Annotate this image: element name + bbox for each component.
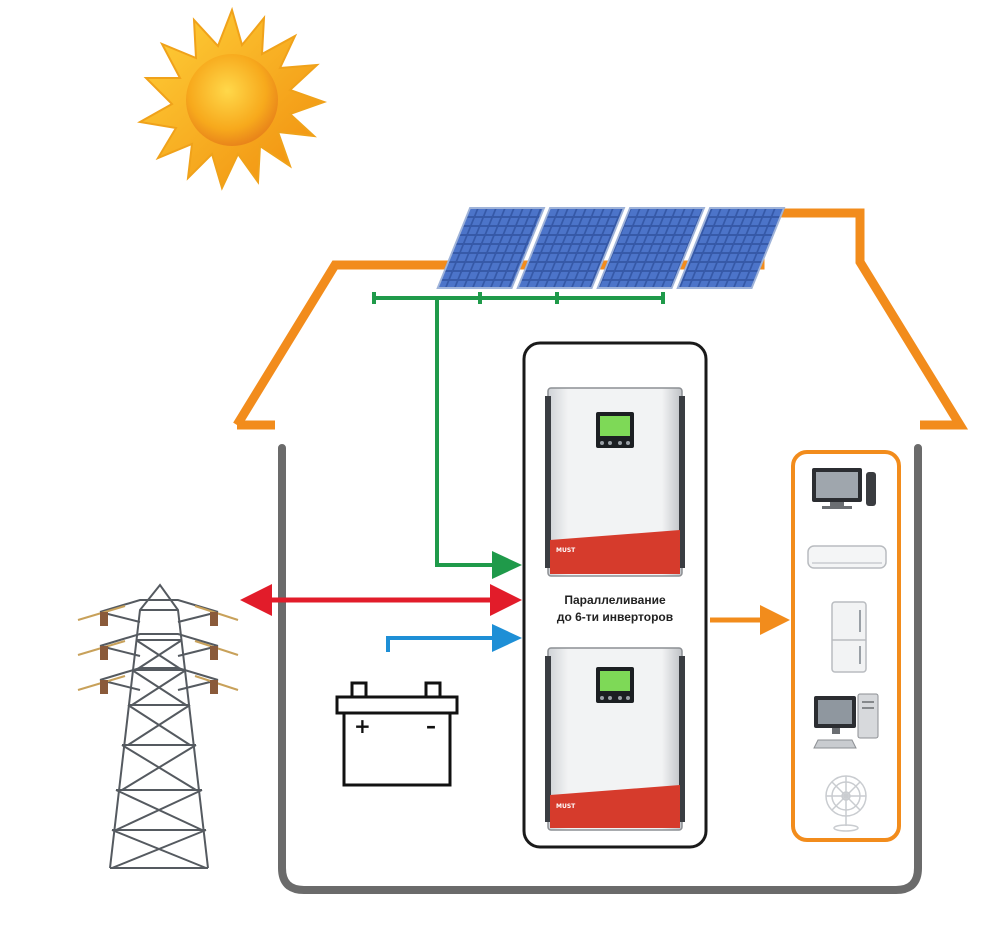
battery-plus-sign: + (354, 714, 371, 738)
inverter-brand-label: MUST (556, 547, 576, 554)
load-arrow (710, 605, 790, 635)
inverter-brand-label: MUST (556, 803, 576, 810)
house-roof-outline (233, 208, 969, 430)
pv-arrow-head (492, 551, 522, 579)
inverter-icon: MUST (545, 647, 685, 831)
power-tower-icon (99, 583, 219, 869)
parallel-label-line1: Параллеливание (564, 593, 666, 607)
power-tower-insulators (100, 612, 218, 694)
desktop-computer-icon (813, 693, 879, 749)
fan-icon (825, 775, 867, 832)
house-walls (278, 444, 922, 894)
refrigerator-icon (831, 601, 867, 673)
sun-icon (137, 6, 328, 191)
battery-arrow (386, 624, 522, 652)
pv-connection-line (372, 292, 665, 567)
air-conditioner-icon (807, 545, 887, 569)
solar-panel-icon (436, 207, 786, 289)
grid-arrow (240, 584, 522, 616)
inverter-icon: MUST (545, 387, 685, 577)
battery-icon: + – (335, 681, 459, 787)
tv-icon (812, 468, 876, 509)
parallel-label-line2: до 6-ти инверторов (557, 610, 673, 624)
battery-minus-sign: – (426, 714, 436, 738)
